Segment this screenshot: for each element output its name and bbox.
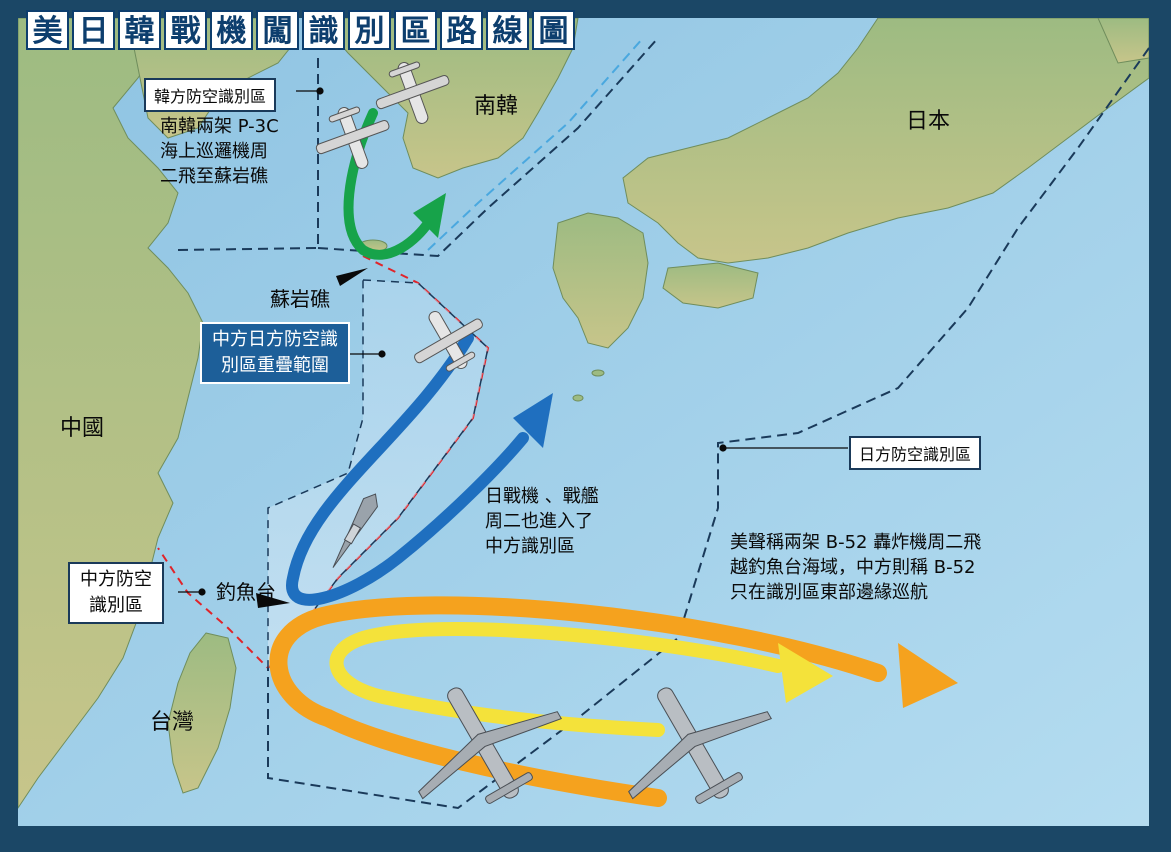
china-label: 中國 — [60, 416, 105, 441]
japan-route-arrowhead — [513, 393, 553, 448]
china-adiz-label: 中方防空 識別區 — [68, 562, 164, 624]
japan-shikoku — [662, 262, 759, 309]
b52-route-outer-arrowhead — [898, 643, 958, 708]
us-b52-note-line1: 美聲稱兩架 B-52 轟炸機周二飛 — [730, 532, 982, 553]
us-b52-note: 美聲稱兩架 B-52 轟炸機周二飛 越釣魚台海域，中方則稱 B-52 只在識別區… — [730, 530, 981, 605]
overlap-zone-label: 中方日方防空識 別區重疊範圍 — [200, 322, 350, 384]
socotra-rock-label: 蘇岩礁 — [270, 287, 330, 311]
b52-bomber-icon — [628, 687, 773, 804]
china-adiz-label-line1: 中方防空 — [80, 569, 152, 590]
japan-adiz-label: 日方防空識別區 — [849, 436, 982, 470]
map-title: 美 日 韓 戰 機 闖 識 別 區 路 線 圖 — [26, 10, 575, 50]
south-korea-label: 南韓 — [474, 94, 519, 119]
japan-jets-note-line2: 周二也進入了 — [485, 511, 593, 532]
china-adiz-label-line2: 識別區 — [89, 595, 143, 616]
overlap-zone — [267, 279, 489, 671]
title-char: 別 — [348, 10, 391, 50]
korea-p3c-note-line3: 二飛至蘇岩礁 — [160, 166, 268, 187]
leader-lines — [178, 87, 848, 596]
title-char: 韓 — [118, 10, 161, 50]
title-char: 識 — [302, 10, 345, 50]
korea-p3c-note-line2: 海上巡邏機周 — [160, 141, 268, 162]
b52-bomber-icon — [418, 687, 563, 804]
title-char: 闖 — [256, 10, 299, 50]
korea-p3c-note-line1: 南韓兩架 P-3C — [160, 116, 279, 137]
title-char: 線 — [486, 10, 529, 50]
overlap-zone-label-line1: 中方日方防空識 — [212, 329, 338, 350]
title-char: 區 — [394, 10, 437, 50]
japan-jets-note-line3: 中方識別區 — [485, 536, 575, 557]
title-char: 路 — [440, 10, 483, 50]
korea-landmass — [317, 18, 579, 179]
socotra-pointer — [336, 268, 368, 286]
map-area: 南韓 日本 中國 台灣 蘇岩礁 釣魚台 韓方防空識別區 中方日方防空識 別區重疊… — [18, 18, 1149, 826]
us-b52-note-line2: 越釣魚台海域，中方則稱 B-52 — [730, 557, 976, 578]
japan-adiz-border — [267, 47, 1149, 810]
b52-route-inner-arrowhead — [778, 643, 833, 703]
diaoyu-pointer — [256, 593, 290, 608]
overlap-zone-label-line2: 別區重疊範圍 — [221, 355, 329, 376]
korea-adiz-border-inner — [427, 37, 644, 251]
p3c-aircraft-icon — [375, 61, 450, 124]
title-char: 機 — [210, 10, 253, 50]
japan-jets-note-line1: 日戰機 、戰艦 — [485, 486, 599, 507]
china-landmass — [18, 18, 204, 809]
p3c-aircraft-icon — [315, 106, 390, 169]
japan-kyushu — [552, 212, 649, 349]
map-graphic — [18, 18, 1149, 826]
title-char: 日 — [72, 10, 115, 50]
title-char: 戰 — [164, 10, 207, 50]
japan-honshu — [622, 18, 1149, 264]
japan-route — [286, 332, 529, 606]
japan-aircraft-icon — [414, 310, 483, 372]
korea-route-arrowhead — [413, 193, 446, 238]
japan-label: 日本 — [906, 109, 951, 134]
korea-p3c-note: 南韓兩架 P-3C 海上巡邏機周 二飛至蘇岩礁 — [160, 114, 279, 189]
title-char: 圖 — [532, 10, 575, 50]
japan-jets-note: 日戰機 、戰艦 周二也進入了 中方識別區 — [485, 484, 599, 559]
us-b52-note-line3: 只在識別區東部邊緣巡航 — [730, 582, 928, 603]
title-char: 美 — [26, 10, 69, 50]
japan-hokkaido — [1097, 18, 1149, 64]
diaoyu-label: 釣魚台 — [216, 580, 276, 604]
warship-icon — [332, 493, 378, 568]
taiwan-label: 台灣 — [150, 710, 195, 735]
taiwan-landmass — [167, 632, 237, 794]
korea-adiz-label: 韓方防空識別區 — [144, 78, 277, 112]
